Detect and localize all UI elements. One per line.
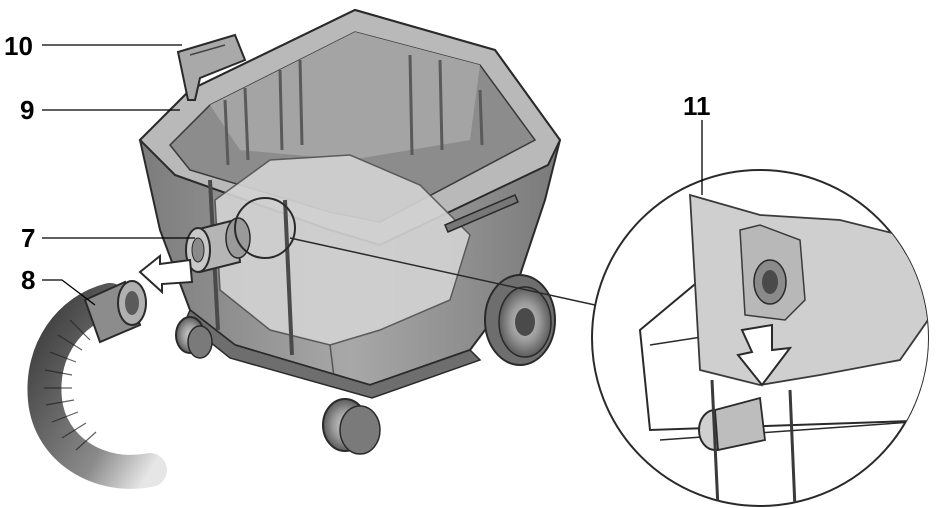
rear-wheel <box>484 274 556 366</box>
detail-marker-circle <box>234 197 296 259</box>
insert-arrow <box>138 253 194 295</box>
suction-hose <box>27 280 167 489</box>
castor-wheels <box>175 316 381 455</box>
suction-inlet <box>185 217 251 274</box>
callout-8: 8 <box>21 265 36 295</box>
detail-view <box>591 169 929 507</box>
detail-connector-line <box>289 237 596 306</box>
callout-9: 9 <box>20 95 35 125</box>
callout-11: 11 <box>683 91 711 121</box>
callout-7: 7 <box>21 223 36 253</box>
tank <box>138 8 562 399</box>
leader-lines <box>42 44 703 306</box>
callout-10: 10 <box>4 31 33 61</box>
